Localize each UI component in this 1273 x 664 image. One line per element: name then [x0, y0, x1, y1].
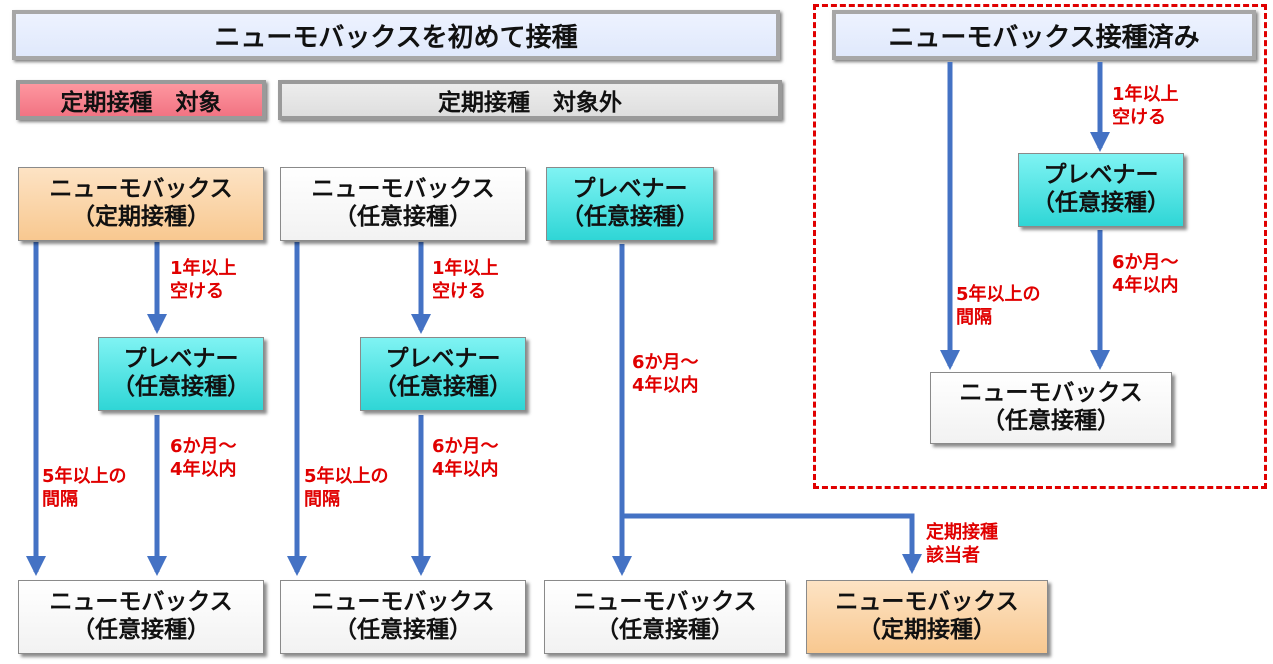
label-c1-five-year: 5年以上の 間隔 [42, 466, 127, 511]
box-line1: プレベナー [1043, 162, 1159, 189]
box-line2: （任意接種） [334, 204, 472, 230]
label-r-six-month: 6か月～ 4年以内 [1112, 252, 1179, 297]
label-line2: 間隔 [42, 488, 78, 510]
routine-target-banner: 定期接種 対象 [16, 80, 266, 120]
box-line1: プレベナー [385, 346, 501, 373]
label-line2: 4年以内 [632, 374, 699, 396]
label-line1: 5年以上の [956, 284, 1041, 305]
already-vaccinated-region [813, 4, 1267, 489]
box-line2: （任意接種） [1032, 190, 1170, 216]
c3-prevenar-box: プレベナー （任意接種） [546, 167, 714, 241]
box-line1: ニューモバックス [49, 176, 233, 203]
label-line2: 4年以内 [432, 458, 499, 480]
label-line1: 6か月～ [170, 436, 237, 457]
c4-pneumovax-routine-box: ニューモバックス （定期接種） [806, 580, 1048, 654]
label-line1: 定期接種 [926, 522, 998, 543]
label-routine-eligible: 定期接種 該当者 [926, 522, 998, 567]
box-line1: ニューモバックス [311, 176, 495, 203]
label-line1: 5年以上の [42, 466, 127, 487]
label-c1-six-month: 6か月～ 4年以内 [170, 436, 237, 481]
c3-pneumovax-optional-box: ニューモバックス （任意接種） [544, 580, 786, 654]
box-line2: （任意接種） [596, 617, 734, 643]
c1-pneumovax-routine-box: ニューモバックス （定期接種） [18, 167, 264, 241]
label-c3-six-month: 6か月～ 4年以内 [632, 352, 699, 397]
box-line2: （定期接種） [72, 204, 210, 230]
c2-prevenar-box: プレベナー （任意接種） [360, 337, 526, 411]
label-line2: 4年以内 [1112, 274, 1179, 296]
label-c2-six-month: 6か月～ 4年以内 [432, 436, 499, 481]
r-prevenar-box: プレベナー （任意接種） [1018, 153, 1184, 227]
c1-prevenar-box: プレベナー （任意接種） [98, 337, 264, 411]
label-line2: 空ける [170, 280, 224, 302]
label-r-five-year: 5年以上の 間隔 [956, 284, 1041, 329]
label-c2-one-year: 1年以上 空ける [432, 258, 499, 303]
box-line1: プレベナー [572, 176, 688, 203]
c2-pneumovax-optional-top-box: ニューモバックス （任意接種） [280, 167, 526, 241]
routine-nontarget-banner: 定期接種 対象外 [278, 80, 782, 120]
label-line2: 該当者 [926, 544, 980, 566]
box-line1: ニューモバックス [573, 589, 757, 616]
label-c1-one-year: 1年以上 空ける [170, 258, 237, 303]
c2-pneumovax-optional-bot-box: ニューモバックス （任意接種） [280, 580, 526, 654]
c1-pneumovax-optional-box: ニューモバックス （任意接種） [18, 580, 264, 654]
label-line1: 6か月～ [432, 436, 499, 457]
box-line1: プレベナー [123, 346, 239, 373]
box-line2: （任意接種） [374, 374, 512, 400]
box-line1: ニューモバックス [311, 589, 495, 616]
r-pneumovax-optional-box: ニューモバックス （任意接種） [930, 372, 1172, 444]
box-line2: （任意接種） [982, 408, 1120, 434]
label-r-one-year: 1年以上 空ける [1112, 84, 1179, 129]
label-line2: 4年以内 [170, 458, 237, 480]
box-line2: （任意接種） [112, 374, 250, 400]
label-line1: 1年以上 [170, 258, 237, 279]
box-line2: （定期接種） [858, 617, 996, 643]
box-line2: （任意接種） [561, 204, 699, 230]
label-c2-five-year: 5年以上の 間隔 [304, 466, 389, 511]
label-line2: 間隔 [956, 306, 992, 328]
label-line2: 空ける [1112, 106, 1166, 128]
label-line2: 空ける [432, 280, 486, 302]
box-line1: ニューモバックス [835, 589, 1019, 616]
box-line2: （任意接種） [334, 617, 472, 643]
arrow-c3-branch [622, 513, 922, 574]
already-vaccinated-banner: ニューモバックス接種済み [832, 10, 1256, 60]
first-time-banner: ニューモバックスを初めて接種 [12, 10, 780, 60]
label-line1: 6か月～ [632, 352, 699, 373]
label-line1: 1年以上 [432, 258, 499, 279]
label-line1: 1年以上 [1112, 84, 1179, 105]
label-line2: 間隔 [304, 488, 340, 510]
box-line1: ニューモバックス [49, 589, 233, 616]
box-line1: ニューモバックス [959, 380, 1143, 407]
label-line1: 6か月～ [1112, 252, 1179, 273]
label-line1: 5年以上の [304, 466, 389, 487]
box-line2: （任意接種） [72, 617, 210, 643]
